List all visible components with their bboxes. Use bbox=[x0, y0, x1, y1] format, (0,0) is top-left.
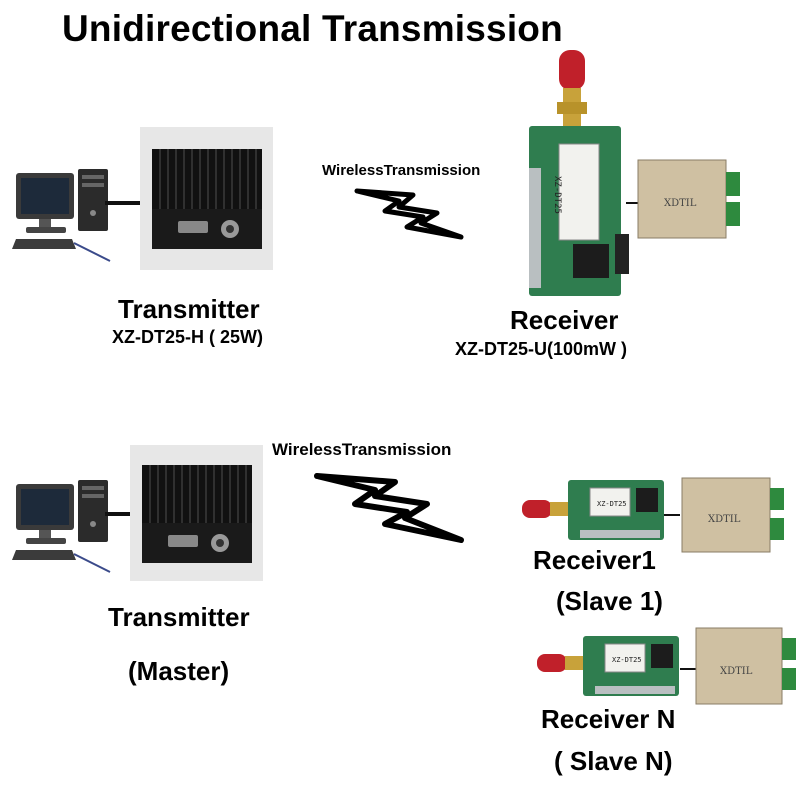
connector-line bbox=[664, 514, 680, 516]
receiver-board-image bbox=[537, 636, 679, 696]
transmitter-model: XZ-DT25-H ( 25W) bbox=[112, 327, 264, 347]
receiver-board-image bbox=[522, 480, 664, 540]
receiver1-role: (Slave 1) bbox=[556, 586, 663, 616]
wireless-transmission-label: WirelessTransmission bbox=[272, 440, 452, 459]
receiverN-role: ( Slave N) bbox=[554, 746, 673, 776]
receiver1-name: Receiver1 bbox=[533, 545, 656, 575]
transmitter-heatsink bbox=[152, 149, 262, 249]
board-text: XZ-DT25 bbox=[552, 176, 562, 214]
transmitter-name: Transmitter bbox=[118, 294, 260, 324]
connector-line bbox=[626, 202, 640, 204]
transmitter-role: (Master) bbox=[128, 656, 230, 686]
device-module-image bbox=[637, 159, 740, 239]
device-text: XDTIL bbox=[664, 198, 697, 209]
board-text: XZ-DT25 bbox=[597, 500, 627, 508]
wireless-transmission-label: WirelessTransmission bbox=[322, 162, 481, 179]
board-text: XZ-DT25 bbox=[612, 656, 642, 664]
receiverN-name: Receiver N bbox=[541, 704, 676, 734]
transmitter-heatsink bbox=[142, 465, 252, 563]
computer-icon bbox=[12, 480, 111, 573]
cable bbox=[105, 512, 135, 516]
receiver-model: XZ-DT25-U(100mW ) bbox=[455, 339, 628, 359]
cable bbox=[105, 201, 147, 205]
transmitter-image bbox=[130, 445, 263, 581]
device-module-image bbox=[681, 477, 784, 553]
lightning-bolt-icon bbox=[314, 473, 464, 543]
receiver-board-image bbox=[529, 50, 629, 296]
lightning-bolt-icon bbox=[354, 188, 464, 240]
transmitter-image bbox=[140, 127, 273, 270]
device-module-image bbox=[695, 627, 796, 705]
transmitter-name: Transmitter bbox=[108, 602, 250, 632]
computer-icon bbox=[12, 169, 111, 262]
page-title: Unidirectional Transmission bbox=[62, 8, 563, 49]
device-text: XDTIL bbox=[720, 666, 753, 677]
device-text: XDTIL bbox=[708, 514, 741, 525]
connector-line bbox=[680, 668, 696, 670]
receiver-name: Receiver bbox=[510, 305, 619, 335]
